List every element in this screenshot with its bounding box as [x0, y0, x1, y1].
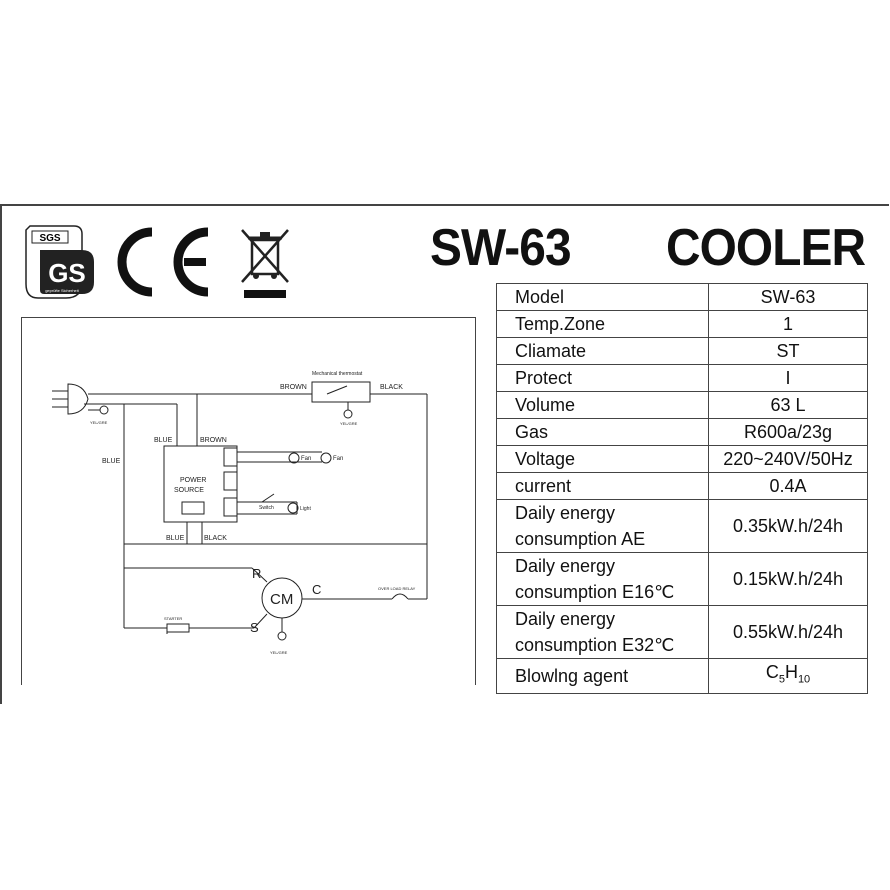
spec-key-line1: Daily energy — [515, 556, 616, 576]
fan-icon — [320, 452, 332, 464]
product-title: COOLER — [666, 219, 866, 277]
spec-key: Blowlng agent — [496, 658, 709, 694]
spec-value: I — [708, 364, 868, 392]
terminal-r: R — [252, 566, 261, 581]
spec-key: current — [496, 472, 709, 500]
thermostat-box — [311, 381, 371, 403]
spec-key-line2: consumption E32℃ — [515, 635, 675, 655]
terminal-s: S — [250, 620, 259, 635]
ground-label: YEL/GRE — [90, 420, 108, 425]
spec-key: Volume — [496, 391, 709, 419]
spec-value: 0.15kW.h/24h — [708, 552, 868, 606]
spec-key-line1: Daily energy — [515, 609, 616, 629]
formula-sub: 5 — [778, 673, 785, 686]
weee-bin-icon — [241, 229, 289, 298]
spec-value: 0.55kW.h/24h — [708, 605, 868, 659]
formula-part: H — [784, 662, 798, 682]
spec-value: 0.4A — [708, 472, 868, 500]
power-source-box — [163, 445, 238, 523]
plug-icon — [67, 383, 89, 415]
spec-value: SW-63 — [708, 283, 868, 311]
wire-label: BLUE — [102, 458, 121, 465]
wire-label: BLACK — [380, 384, 403, 391]
model-title: SW-63 — [430, 219, 572, 277]
spec-value: ST — [708, 337, 868, 365]
spec-value: 220~240V/50Hz — [708, 445, 868, 473]
wire-label: BLACK — [204, 535, 227, 542]
spec-key-line1: Daily energy — [515, 503, 616, 523]
ground-label: YEL/GRE — [270, 650, 288, 655]
fan-label: Fan — [333, 456, 343, 462]
overload-relay-icon — [391, 593, 409, 600]
table-row: Daily energy consumption E16℃ 0.15kW.h/24h — [496, 552, 868, 606]
wiring-diagram-svg: BROWN BLACK Mechanical thermostat YEL/GR… — [52, 371, 428, 655]
spec-value: 0.35kW.h/24h — [708, 499, 868, 553]
spec-key-line2: consumption AE — [515, 529, 646, 549]
terminal-c: C — [312, 582, 321, 597]
spec-key: Model — [496, 283, 709, 311]
spec-key: Gas — [496, 418, 709, 446]
formula-part: C — [765, 662, 779, 682]
certification-marks: SGS GS geprüfte Sicherheit — [25, 225, 289, 299]
fan-icon — [288, 452, 300, 464]
spec-value: 63 L — [708, 391, 868, 419]
thermostat-label: Mechanical thermostat — [312, 371, 363, 377]
ground-label: YEL/GRE — [340, 421, 358, 426]
spec-key-line2: consumption E16℃ — [515, 582, 675, 602]
light-label: Light — [300, 506, 311, 512]
starter-label: STARTER — [164, 616, 182, 621]
label-frame — [0, 204, 889, 704]
table-row: Daily energy consumption AE 0.35kW.h/24h — [496, 499, 868, 553]
wire-label: BROWN — [280, 384, 307, 391]
switch-label: Switch — [259, 505, 274, 511]
wire-label: BLUE — [166, 535, 185, 542]
wire-label: BROWN — [200, 437, 227, 444]
spec-key: Daily energy consumption AE — [496, 499, 709, 553]
spec-key: Cliamate — [496, 337, 709, 365]
formula-sub: 10 — [797, 673, 811, 686]
spec-key: Temp.Zone — [496, 310, 709, 338]
compressor-label: CM — [270, 591, 293, 608]
gs-text: GS — [48, 258, 86, 288]
ce-mark-icon — [117, 227, 209, 297]
gs-mark-icon: SGS GS geprüfte Sicherheit — [25, 225, 94, 299]
wiring-diagram: BROWN BLACK Mechanical thermostat YEL/GR… — [21, 317, 476, 685]
overload-label: OVER LOAD RELAY — [378, 586, 416, 591]
power-source-label: SOURCE — [174, 487, 204, 494]
spec-value: R600a/23g — [708, 418, 868, 446]
table-row: Daily energy consumption E32℃ 0.55kW.h/24h — [496, 605, 868, 659]
spec-key: Voltage — [496, 445, 709, 473]
spec-value: C5H10 — [708, 658, 868, 694]
power-source-label: POWER — [180, 477, 206, 484]
fan-label: Fan — [301, 456, 311, 462]
wire-label: BLUE — [154, 437, 173, 444]
ground-icon — [277, 631, 287, 641]
spec-key: Protect — [496, 364, 709, 392]
spec-key: Daily energy consumption E32℃ — [496, 605, 709, 659]
sgs-text: SGS — [39, 233, 60, 244]
spec-key: Daily energy consumption E16℃ — [496, 552, 709, 606]
light-bulb-icon — [287, 502, 299, 514]
gs-sub-text: geprüfte Sicherheit — [45, 288, 79, 293]
spec-value: 1 — [708, 310, 868, 338]
starter-icon — [166, 623, 190, 633]
